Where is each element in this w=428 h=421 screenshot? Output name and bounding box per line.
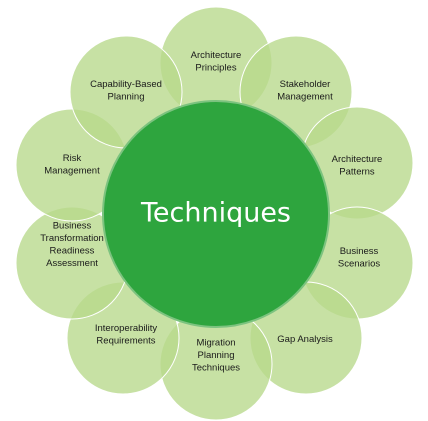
petal-label-line: Risk <box>63 153 82 164</box>
petal-label-line: Readiness <box>50 245 95 256</box>
petal-label-line: Principles <box>195 62 236 73</box>
center-label: Techniques <box>140 198 291 229</box>
petal-label-gap-analysis: Gap Analysis <box>277 334 333 345</box>
center-circle <box>102 100 330 328</box>
petal-label-line: Management <box>277 91 333 102</box>
petal-label-line: Patterns <box>339 166 375 177</box>
petal-label-line: Gap Analysis <box>277 334 333 345</box>
petal-label-line: Migration <box>196 338 235 349</box>
petal-label-line: Interoperability <box>95 323 158 334</box>
petal-label-line: Management <box>44 165 100 176</box>
petal-label-line: Assessment <box>46 258 98 269</box>
petal-label-line: Planning <box>198 350 235 361</box>
petal-label-line: Planning <box>108 91 145 102</box>
petal-label-line: Business <box>340 246 379 257</box>
petal-label-line: Architecture <box>191 50 242 61</box>
petal-label-line: Capability-Based <box>90 79 162 90</box>
petal-label-line: Scenarios <box>338 258 380 269</box>
petal-label-line: Requirements <box>96 335 155 346</box>
petal-label-line: Stakeholder <box>280 79 331 90</box>
petal-label-line: Transformation <box>40 233 104 244</box>
petal-label-line: Techniques <box>192 363 240 374</box>
petal-label-line: Architecture <box>332 154 383 165</box>
petal-label-line: Business <box>53 220 92 231</box>
